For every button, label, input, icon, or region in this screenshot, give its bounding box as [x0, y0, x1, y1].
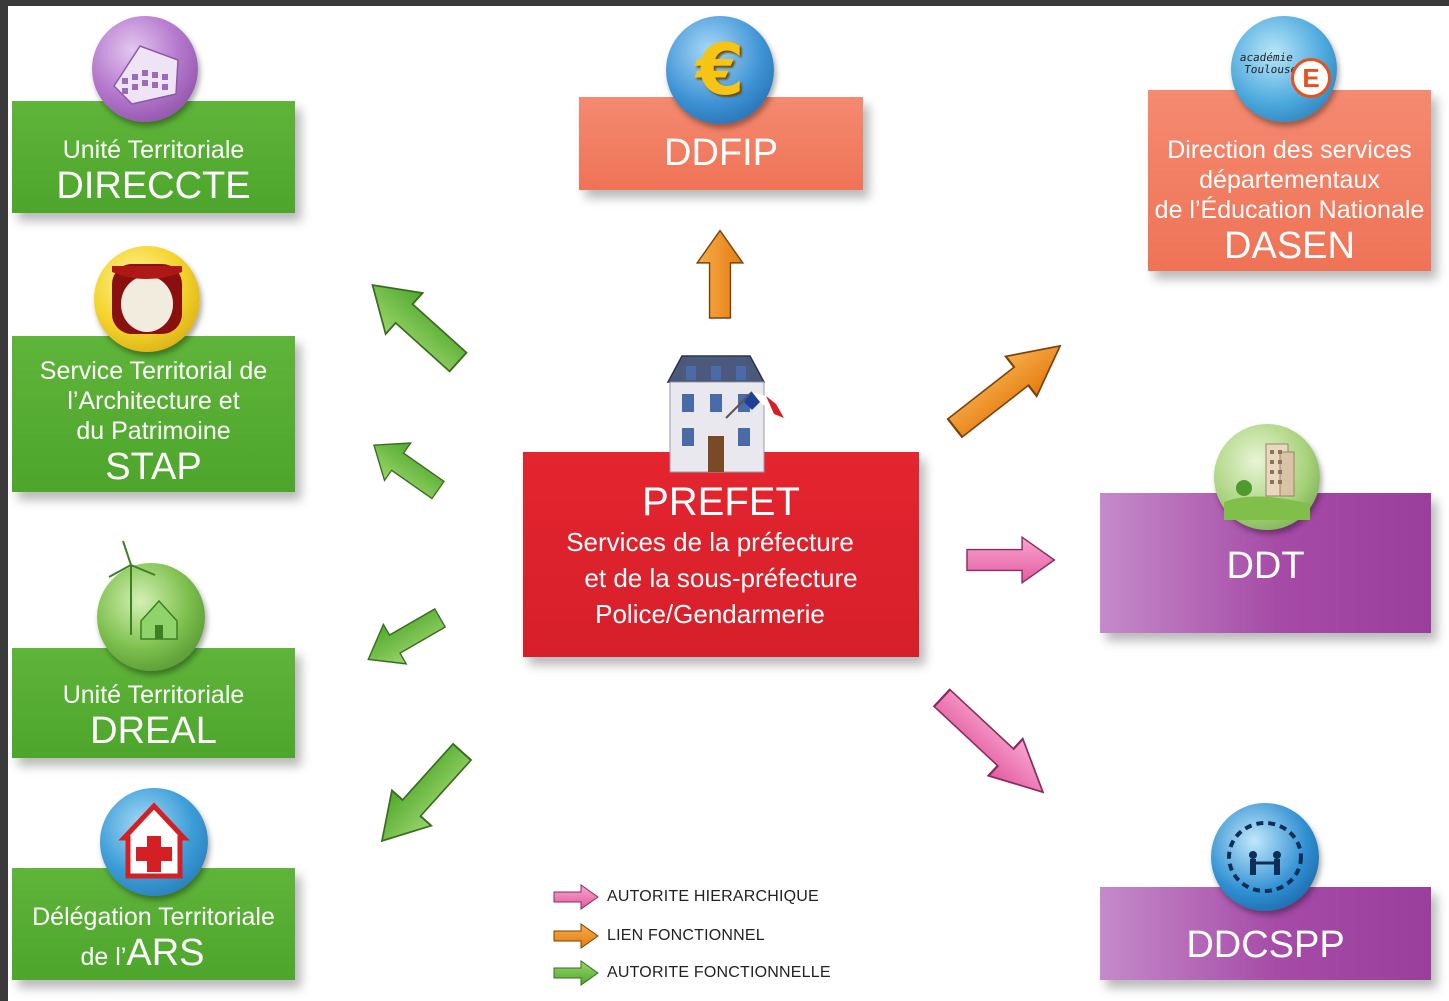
orange-arrow-to-dasen — [938, 325, 1077, 449]
eco-house-wind-turbine-icon — [97, 540, 205, 671]
prefet-line3: et de la sous-préfecture — [584, 563, 858, 593]
euro-coin-icon: € — [666, 16, 774, 124]
ars-prefix: de l’ — [80, 943, 127, 971]
ars-subtitle: Délégation Territoriale — [32, 903, 275, 931]
legend-label-lien-fonctionnel: LIEN FONCTIONNEL — [607, 927, 765, 944]
prefet-line2: Services de la préfecture — [566, 527, 854, 557]
theater-stage-icon — [94, 246, 200, 352]
stap-line3: du Patrimoine — [76, 417, 231, 445]
stap-title: STAP — [105, 446, 202, 488]
prefecture-building-icon — [666, 355, 784, 473]
box-prefet: PREFET Services de la préfecture et de l… — [523, 452, 919, 657]
dreal-title: DREAL — [90, 710, 217, 752]
academie-logo-line2: Toulouse — [1243, 63, 1299, 76]
directe-title: DIRECCTE — [56, 165, 251, 207]
box-stap: Service Territorial de l’Architecture et… — [12, 336, 295, 492]
green-arrow-to-ars — [361, 733, 483, 860]
prefet-line4: Police/Gendarmerie — [595, 599, 825, 629]
window-frame-left — [0, 0, 8, 1001]
ddfip-title: DDFIP — [664, 132, 778, 174]
dasen-line3: de l’Éducation Nationale — [1154, 196, 1425, 224]
euro-symbol: € — [695, 29, 745, 111]
dasen-title: DASEN — [1224, 225, 1355, 267]
directe-subtitle: Unité Territoriale — [62, 136, 245, 164]
ars-title-row: de l’ ARS — [80, 932, 204, 974]
legend-item-hierarchique: AUTORITE HIERARCHIQUE — [553, 884, 819, 910]
dasen-line1: Direction des services — [1167, 136, 1412, 164]
pink-arrow-to-ddt — [966, 536, 1056, 584]
ddcspp-title: DDCSPP — [1186, 924, 1345, 966]
legend-label-autorite-fonctionnelle: AUTORITE FONCTIONNELLE — [607, 964, 831, 981]
legend-pink-arrow-icon — [553, 884, 599, 910]
prefet-title: PREFET — [642, 480, 800, 524]
legend-item-autorite-fonctionnelle: AUTORITE FONCTIONNELLE — [553, 960, 831, 986]
green-arrow-to-stap — [360, 425, 452, 510]
pink-arrow-to-ddcspp — [923, 678, 1062, 812]
urban-landscape-icon — [1214, 424, 1320, 530]
health-house-cross-icon — [100, 788, 208, 896]
people-circle-globe-icon — [1211, 803, 1319, 911]
dreal-subtitle: Unité Territoriale — [62, 681, 245, 709]
academie-logo-letter: E — [1302, 62, 1320, 93]
green-arrow-to-dreal — [356, 597, 453, 680]
stap-line1: Service Territorial de — [39, 357, 268, 385]
green-arrow-to-directe — [353, 263, 478, 384]
academie-toulouse-logo: académie Toulouse E — [1231, 16, 1337, 122]
building-icon — [92, 16, 198, 122]
ddt-title: DDT — [1226, 545, 1305, 587]
stap-line2: l’Architecture et — [67, 387, 240, 415]
legend-green-arrow-icon — [553, 960, 599, 986]
legend-item-lien-fonctionnel: LIEN FONCTIONNEL — [553, 923, 765, 949]
orange-arrow-to-ddfip — [696, 229, 744, 319]
legend-orange-arrow-icon — [553, 923, 599, 949]
window-frame-top — [0, 0, 1449, 6]
dasen-line2: départementaux — [1199, 166, 1380, 194]
legend-label-hierarchique: AUTORITE HIERARCHIQUE — [607, 888, 819, 905]
ars-title: ARS — [126, 932, 205, 974]
